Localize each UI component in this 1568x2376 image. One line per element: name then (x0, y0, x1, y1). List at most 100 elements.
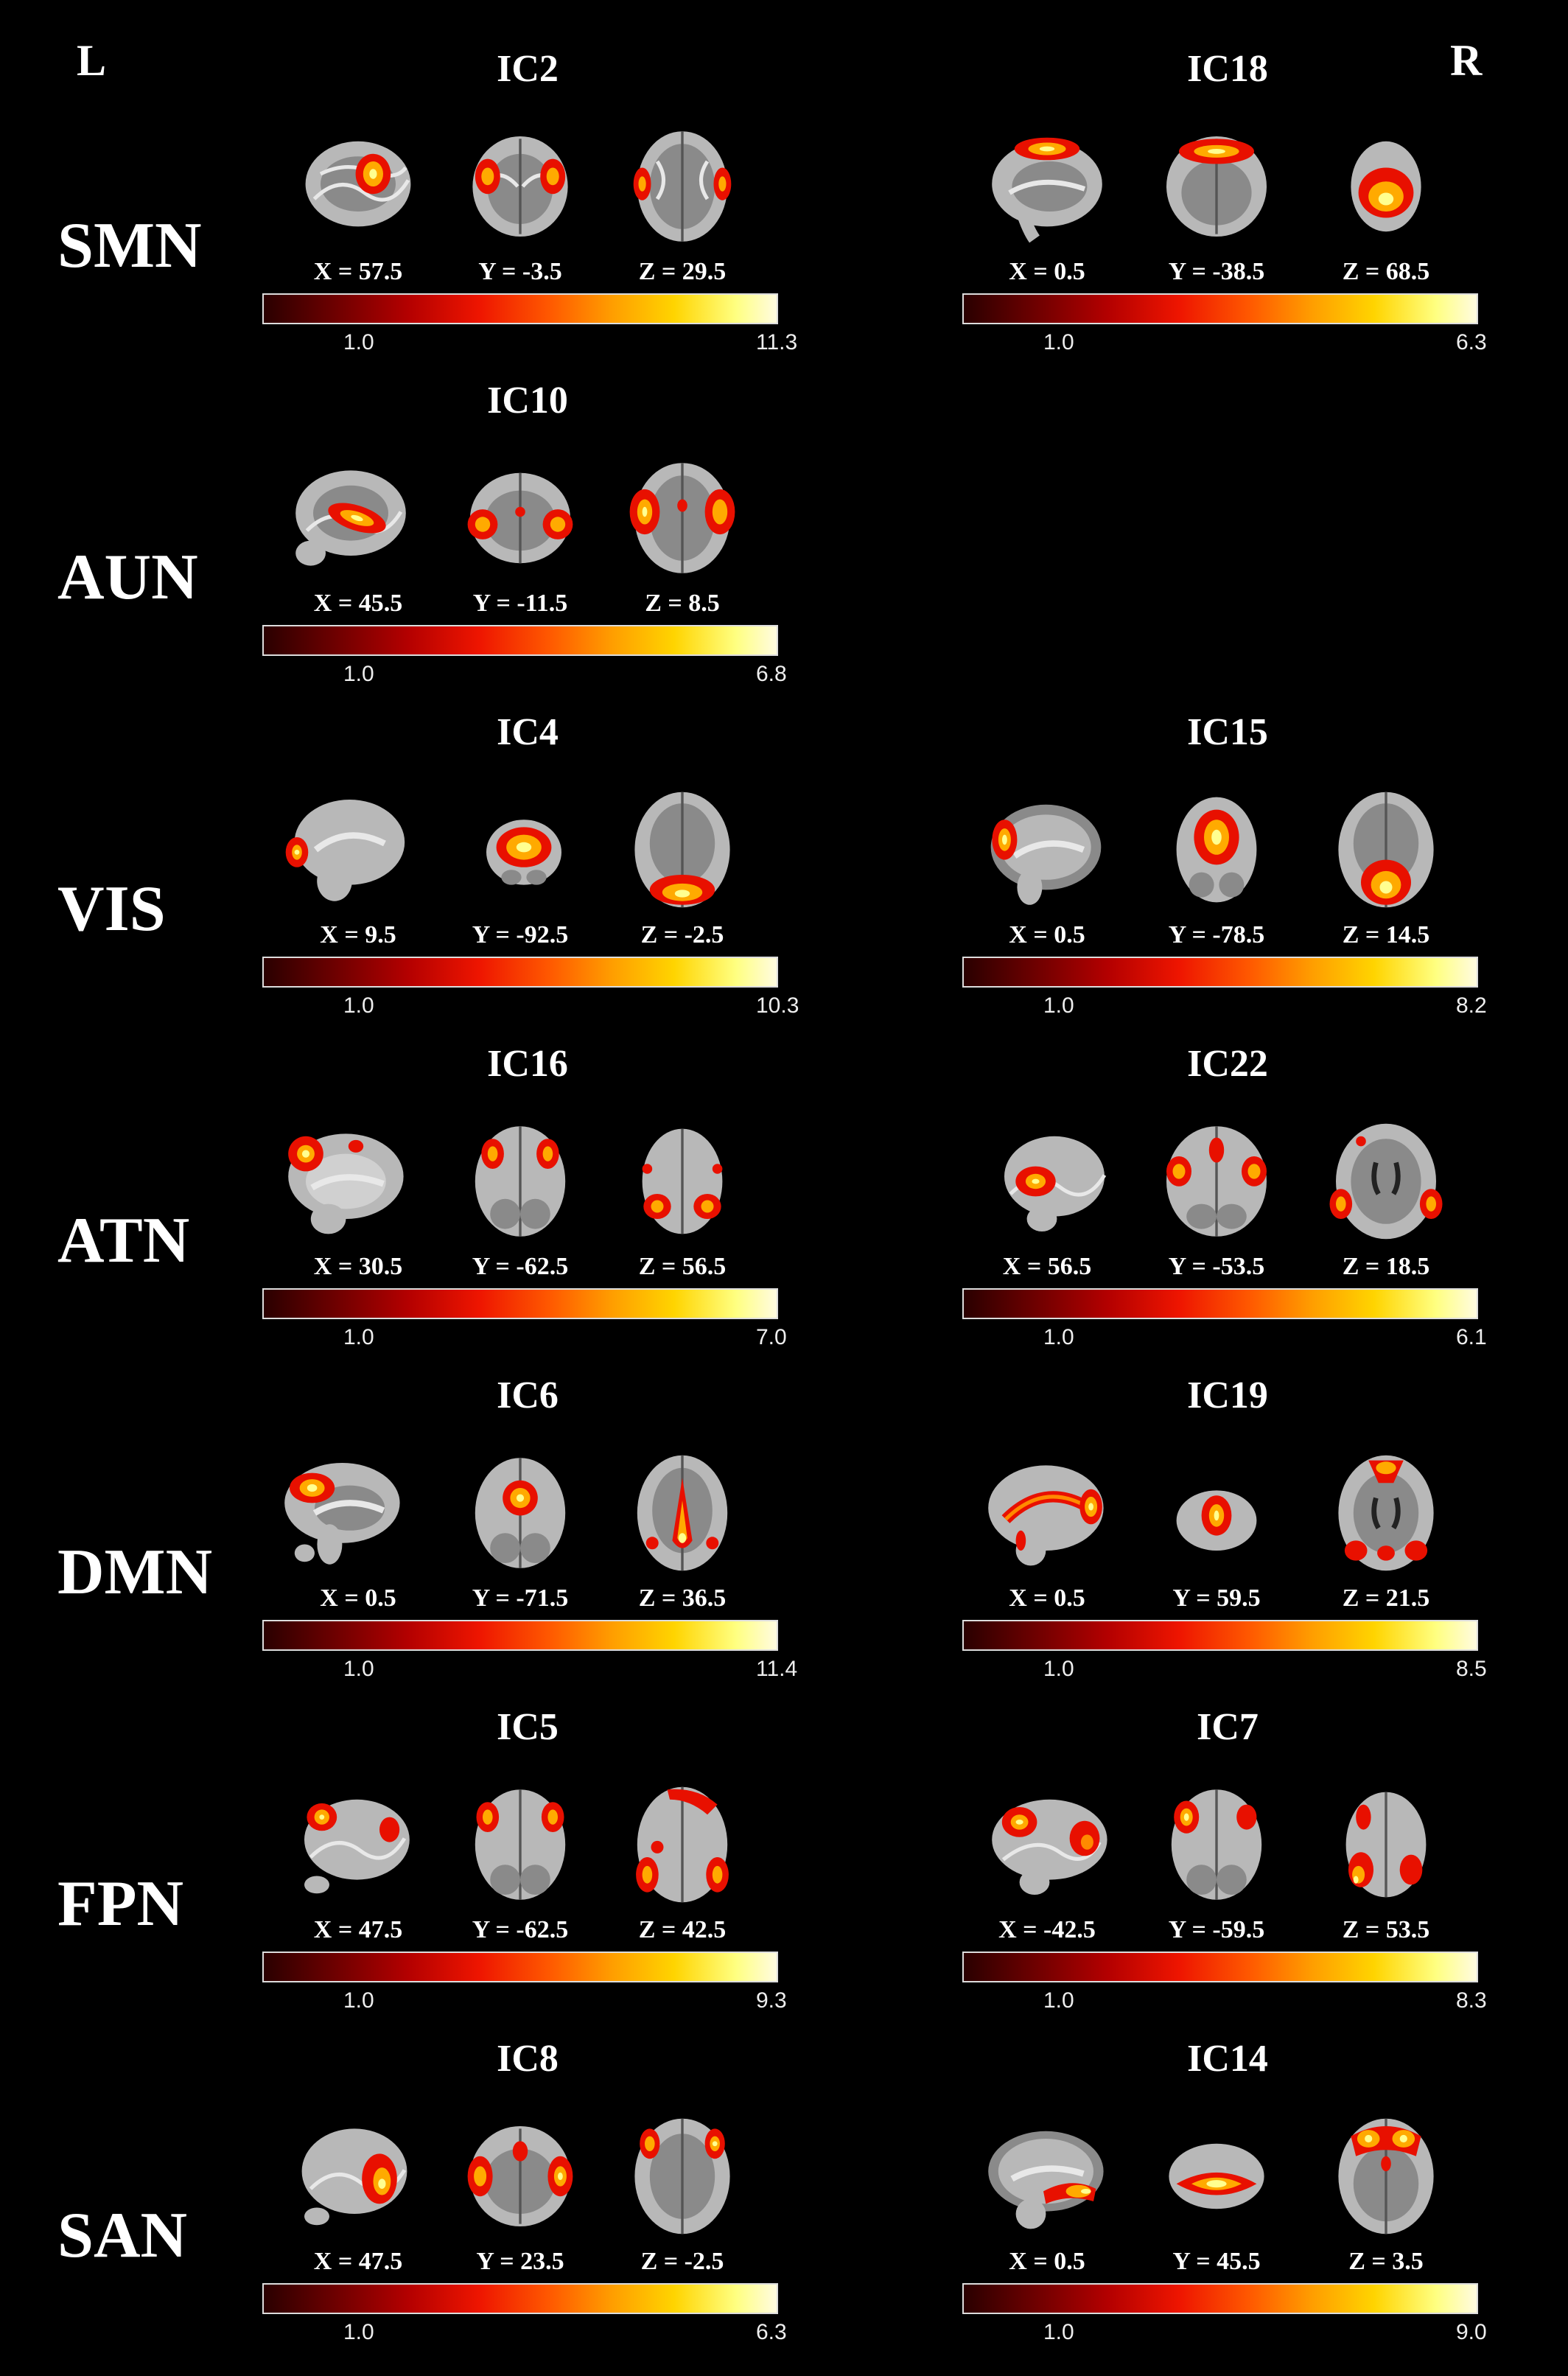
colorbar-min-label: 1.0 (1043, 1325, 1074, 1349)
y-coordinate: Y = 45.5 (1172, 2248, 1261, 2275)
component-panel: IC19 X = 0.5 Y = 59.5 Z = 21.5 1.0 8.5 (962, 1363, 1493, 1681)
colorbar-max-label: 8.3 (1456, 1988, 1487, 2013)
component-title: IC8 (497, 2038, 559, 2080)
component-panel: IC7 X = -42.5 Y = -59.5 Z = 53.5 1.0 8.3 (962, 1695, 1493, 2013)
component-panel: IC6 X = 0.5 Y = -71.5 Z = 36.5 1.0 11.4 (262, 1363, 797, 1681)
network-label-aun: AUN (57, 542, 198, 613)
x-coordinate: X = 0.5 (320, 1584, 396, 1612)
colorbar-max-label: 6.1 (1456, 1325, 1487, 1349)
y-coordinate: Y = -92.5 (472, 921, 569, 948)
sagittal-slice (281, 1119, 406, 1244)
colorbar (962, 2283, 1478, 2314)
x-coordinate: X = 57.5 (313, 258, 403, 285)
component-title: IC22 (1187, 1043, 1268, 1085)
component-title: IC19 (1187, 1374, 1268, 1416)
z-coordinate: Z = 8.5 (645, 590, 720, 617)
colorbar-max-label: 11.3 (756, 330, 798, 354)
y-coordinate: Y = -38.5 (1168, 258, 1265, 285)
y-coordinate: Y = -62.5 (472, 1916, 569, 1943)
component-title: IC10 (487, 380, 568, 422)
colorbar (262, 1288, 778, 1319)
coronal-slice (458, 1119, 583, 1244)
component-panel: IC10 X = 45.5 Y = -11.5 Z = 8.5 1.0 6.8 (262, 368, 793, 686)
component-panel: IC4 X = 9.5 Y = -92.5 Z = -2.5 1.0 10.3 (262, 700, 799, 1018)
axial-slice (1323, 1450, 1449, 1576)
sagittal-slice (292, 2114, 417, 2239)
sagittal-slice (284, 787, 410, 912)
y-coordinate: Y = 23.5 (476, 2248, 564, 2275)
axial-slice (620, 1782, 745, 1907)
network-label-atn: ATN (57, 1205, 190, 1276)
network-label-smn: SMN (57, 210, 202, 282)
colorbar-max-label: 6.3 (1456, 330, 1487, 354)
z-coordinate: Z = 68.5 (1342, 258, 1430, 285)
x-coordinate: X = 0.5 (1009, 2248, 1085, 2275)
component-panel: IC16 X = 30.5 Y = -62.5 Z = 56.5 1.0 7.0 (262, 1032, 793, 1349)
y-coordinate: Y = 59.5 (1172, 1584, 1261, 1612)
x-coordinate: X = 0.5 (1009, 921, 1085, 948)
colorbar (262, 957, 778, 988)
axial-slice (1323, 1782, 1449, 1907)
sagittal-slice (977, 787, 1102, 912)
x-coordinate: X = -42.5 (998, 1916, 1096, 1943)
component-panel: IC14 X = 0.5 Y = 45.5 Z = 3.5 1.0 9.0 (962, 2027, 1493, 2344)
coronal-slice (458, 455, 583, 581)
colorbar (262, 1952, 778, 1982)
colorbar (962, 1620, 1478, 1651)
component-panel: IC15 X = 0.5 Y = -78.5 Z = 14.5 1.0 8.2 (962, 700, 1493, 1018)
z-coordinate: Z = 53.5 (1342, 1916, 1430, 1943)
colorbar-min-label: 1.0 (343, 2320, 374, 2344)
coronal-slice (458, 1450, 583, 1576)
colorbar-max-label: 8.2 (1456, 993, 1487, 1018)
z-coordinate: Z = 3.5 (1348, 2248, 1424, 2275)
network-label-san: SAN (57, 2200, 188, 2271)
coronal-slice (458, 2114, 583, 2239)
x-coordinate: X = 47.5 (313, 1916, 403, 1943)
colorbar (262, 293, 778, 324)
axial-slice (1323, 1119, 1449, 1244)
z-coordinate: Z = 42.5 (638, 1916, 727, 1943)
colorbar-max-label: 6.8 (756, 662, 787, 686)
colorbar (962, 1952, 1478, 1982)
component-panel: IC5 X = 47.5 Y = -62.5 Z = 42.5 1.0 9.3 (262, 1695, 793, 2013)
z-coordinate: Z = -2.5 (640, 921, 724, 948)
sagittal-slice (981, 2114, 1106, 2239)
sagittal-slice (277, 1450, 402, 1576)
axial-slice (620, 455, 745, 581)
axial-slice (620, 787, 745, 912)
colorbar-max-label: 8.5 (1456, 1657, 1487, 1681)
coronal-slice (1154, 2114, 1279, 2239)
axial-slice (1323, 787, 1449, 912)
x-coordinate: X = 56.5 (1002, 1253, 1092, 1280)
colorbar (962, 293, 1478, 324)
component-title: IC18 (1187, 48, 1268, 90)
axial-slice (1323, 2114, 1449, 2239)
left-hemisphere-label: L (77, 36, 107, 85)
colorbar-min-label: 1.0 (343, 662, 374, 686)
colorbar-min-label: 1.0 (343, 330, 374, 354)
colorbar-min-label: 1.0 (343, 1988, 374, 2013)
y-coordinate: Y = -53.5 (1168, 1253, 1265, 1280)
colorbar-max-label: 9.3 (756, 1988, 787, 2013)
colorbar-min-label: 1.0 (343, 1657, 374, 1681)
colorbar (962, 957, 1478, 988)
z-coordinate: Z = 18.5 (1342, 1253, 1430, 1280)
y-coordinate: Y = -59.5 (1168, 1916, 1265, 1943)
colorbar-min-label: 1.0 (343, 993, 374, 1018)
colorbar (262, 1620, 778, 1651)
y-coordinate: Y = -71.5 (472, 1584, 569, 1612)
component-title: IC15 (1187, 711, 1268, 753)
sagittal-slice (984, 1782, 1110, 1907)
colorbar-max-label: 6.3 (756, 2320, 787, 2344)
component-title: IC14 (1187, 2038, 1268, 2080)
x-coordinate: X = 47.5 (313, 2248, 403, 2275)
coronal-slice (458, 1782, 583, 1907)
coronal-slice (458, 124, 583, 249)
x-coordinate: X = 0.5 (1009, 258, 1085, 285)
colorbar-min-label: 1.0 (1043, 2320, 1074, 2344)
component-title: IC2 (497, 48, 559, 90)
component-title: IC4 (497, 711, 559, 753)
network-label-fpn: FPN (57, 1868, 184, 1940)
component-title: IC5 (497, 1706, 559, 1748)
x-coordinate: X = 0.5 (1009, 1584, 1085, 1612)
